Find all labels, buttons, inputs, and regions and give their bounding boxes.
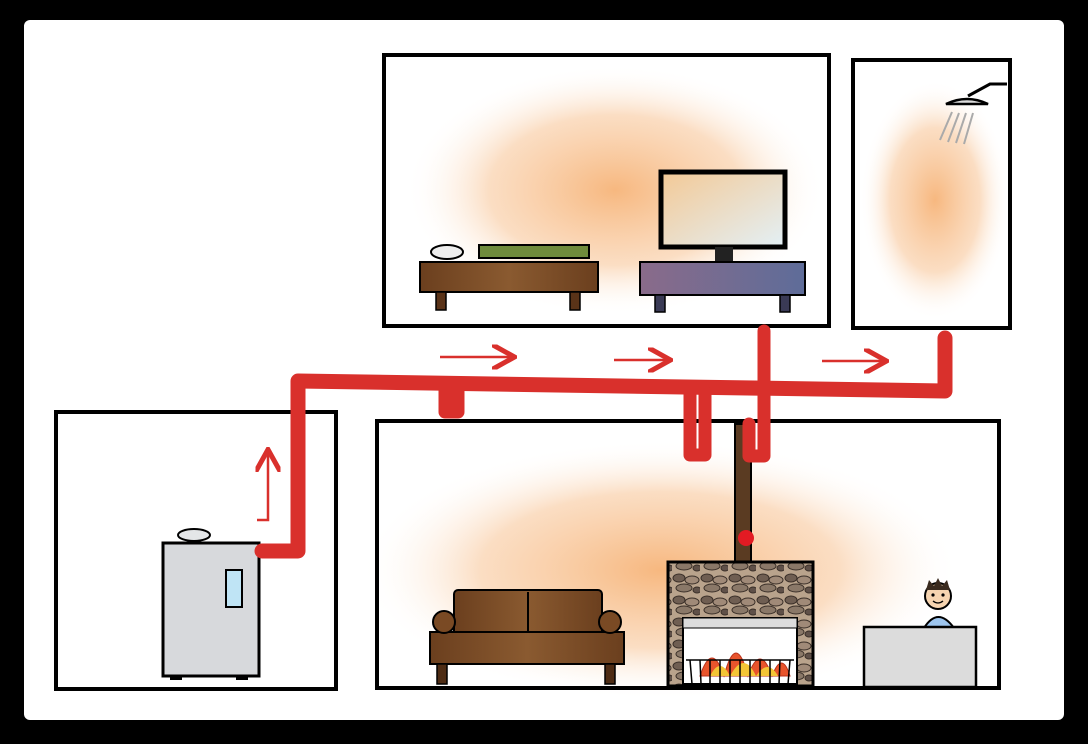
bedroom <box>382 53 831 328</box>
main-supply-pipe <box>254 330 953 559</box>
boiler-icon <box>161 528 261 680</box>
living-room-branch-pipe <box>683 385 712 462</box>
fireplace-icon <box>666 423 815 688</box>
bed-icon <box>419 244 599 311</box>
heating-pipes <box>254 324 953 559</box>
bathroom <box>851 58 1012 330</box>
flow-arrows <box>257 357 884 522</box>
sofa-icon <box>429 589 625 685</box>
flow-arrow-icon <box>257 452 268 522</box>
bathroom-heat-glow <box>860 80 1010 320</box>
bedroom-branch-pipe <box>742 324 771 463</box>
boiler-room <box>54 410 338 691</box>
tv-icon <box>639 169 806 313</box>
shower-head-icon <box>939 82 1007 145</box>
living-room-stub-pipe <box>438 381 465 419</box>
desk-icon <box>862 625 978 689</box>
